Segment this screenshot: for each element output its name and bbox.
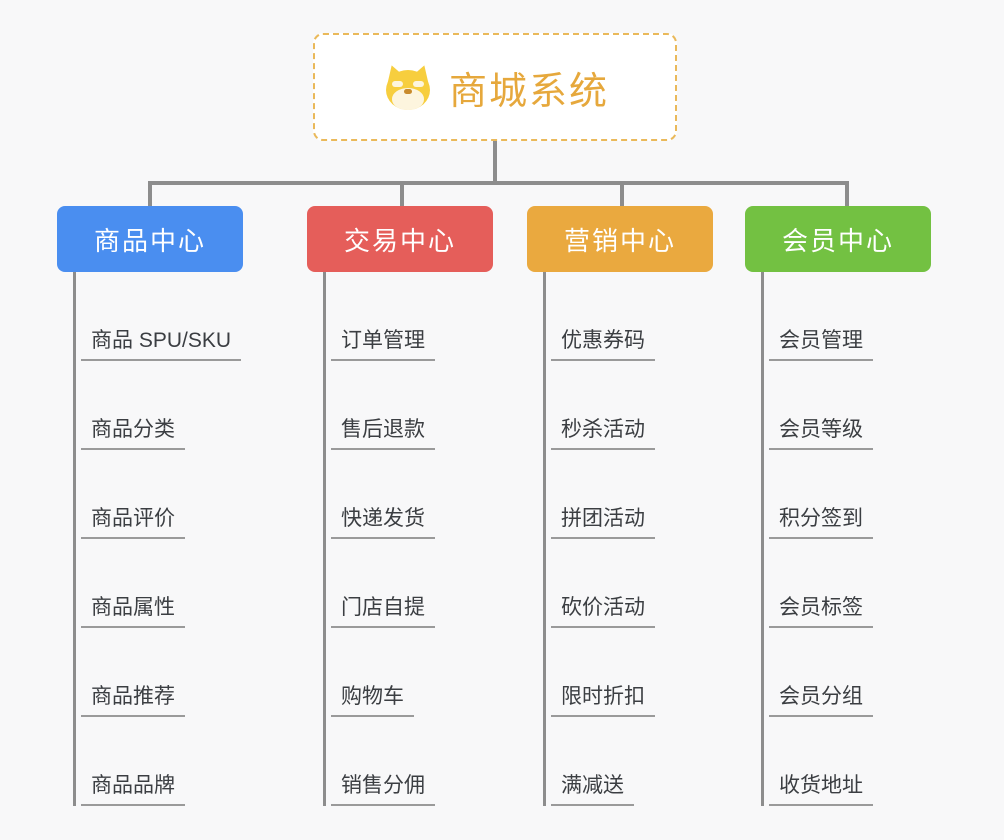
leaf-item[interactable]: 商品评价	[73, 450, 243, 539]
leaf-item-label: 商品 SPU/SKU	[81, 324, 242, 361]
branch-column: 商品中心商品 SPU/SKU 商品分类商品评价商品属性商品推荐商品品牌	[57, 206, 243, 806]
leaf-item[interactable]: 会员管理	[761, 272, 931, 361]
leaf-item[interactable]: 售后退款	[323, 361, 493, 450]
leaf-item[interactable]: 商品分类	[73, 361, 243, 450]
leaf-item-label: 快递发货	[331, 502, 435, 539]
leaf-item[interactable]: 会员分组	[761, 628, 931, 717]
branch-column: 会员中心会员管理会员等级积分签到会员标签会员分组收货地址	[745, 206, 931, 806]
connector-root-stem	[493, 141, 497, 183]
leaf-item-label: 销售分佣	[331, 769, 435, 806]
leaf-item[interactable]: 砍价活动	[543, 539, 713, 628]
category-box-1[interactable]: 商品中心	[57, 206, 243, 272]
leaf-item[interactable]: 限时折扣	[543, 628, 713, 717]
leaf-item-label: 门店自提	[331, 591, 435, 628]
branch-column: 营销中心优惠券码秒杀活动拼团活动砍价活动限时折扣满减送	[527, 206, 713, 806]
leaf-item[interactable]: 商品推荐	[73, 628, 243, 717]
leaf-item[interactable]: 拼团活动	[543, 450, 713, 539]
root-title: 商城系统	[448, 70, 609, 113]
category-box-3[interactable]: 营销中心	[527, 206, 713, 272]
leaf-item[interactable]: 商品 SPU/SKU	[73, 272, 243, 361]
leaf-item[interactable]: 门店自提	[323, 539, 493, 628]
leaf-item[interactable]: 商品属性	[73, 539, 243, 628]
leaf-list: 会员管理会员等级积分签到会员标签会员分组收货地址	[745, 272, 931, 806]
category-label: 交易中心	[343, 225, 456, 256]
leaf-item[interactable]: 会员等级	[761, 361, 931, 450]
leaf-item-label: 订单管理	[331, 324, 435, 361]
category-box-4[interactable]: 会员中心	[745, 206, 931, 272]
leaf-item[interactable]: 购物车	[323, 628, 493, 717]
leaf-item-label: 商品评价	[81, 502, 185, 539]
leaf-item-label: 售后退款	[331, 413, 435, 450]
leaf-item[interactable]: 销售分佣	[323, 717, 493, 806]
leaf-item-label: 砍价活动	[551, 591, 655, 628]
branch-trunk-line	[323, 272, 326, 806]
category-label: 会员中心	[781, 225, 894, 256]
leaf-item-label: 满减送	[551, 769, 634, 806]
leaf-item-label: 购物车	[331, 680, 414, 717]
connector-drop-2	[400, 181, 404, 208]
leaf-item-label: 会员分组	[769, 680, 873, 717]
connector-drop-1	[148, 181, 152, 208]
branch-trunk-line	[761, 272, 764, 806]
leaf-item-label: 拼团活动	[551, 502, 655, 539]
leaf-item-label: 商品品牌	[81, 769, 185, 806]
leaf-item[interactable]: 秒杀活动	[543, 361, 713, 450]
leaf-item[interactable]: 会员标签	[761, 539, 931, 628]
leaf-item-label: 积分签到	[769, 502, 873, 539]
leaf-item-label: 商品属性	[81, 591, 185, 628]
leaf-list: 商品 SPU/SKU 商品分类商品评价商品属性商品推荐商品品牌	[57, 272, 243, 806]
leaf-item[interactable]: 订单管理	[323, 272, 493, 361]
leaf-list: 订单管理售后退款快递发货门店自提购物车销售分佣	[307, 272, 493, 806]
shiba-dog-face-icon	[381, 60, 435, 114]
leaf-item[interactable]: 收货地址	[761, 717, 931, 806]
branch-column: 交易中心订单管理售后退款快递发货门店自提购物车销售分佣	[307, 206, 493, 806]
leaf-item-label: 商品分类	[81, 413, 185, 450]
connector-horizontal-bus	[148, 181, 848, 185]
leaf-item-label: 优惠券码	[551, 324, 655, 361]
leaf-item[interactable]: 积分签到	[761, 450, 931, 539]
branch-trunk-line	[73, 272, 76, 806]
branch-trunk-line	[543, 272, 546, 806]
connector-drop-3	[620, 181, 624, 208]
leaf-item-label: 商品推荐	[81, 680, 185, 717]
category-label: 营销中心	[563, 225, 676, 256]
leaf-item[interactable]: 快递发货	[323, 450, 493, 539]
leaf-item-label: 限时折扣	[551, 680, 655, 717]
leaf-item-label: 会员管理	[769, 324, 873, 361]
root-node[interactable]: 商城系统	[313, 33, 677, 141]
leaf-list: 优惠券码秒杀活动拼团活动砍价活动限时折扣满减送	[527, 272, 713, 806]
leaf-item[interactable]: 商品品牌	[73, 717, 243, 806]
category-box-2[interactable]: 交易中心	[307, 206, 493, 272]
leaf-item-label: 收货地址	[769, 769, 873, 806]
leaf-item-label: 会员等级	[769, 413, 873, 450]
leaf-item-label: 会员标签	[769, 591, 873, 628]
category-label: 商品中心	[93, 225, 206, 256]
leaf-item[interactable]: 优惠券码	[543, 272, 713, 361]
connector-drop-4	[845, 181, 849, 208]
leaf-item[interactable]: 满减送	[543, 717, 713, 806]
leaf-item-label: 秒杀活动	[551, 413, 655, 450]
